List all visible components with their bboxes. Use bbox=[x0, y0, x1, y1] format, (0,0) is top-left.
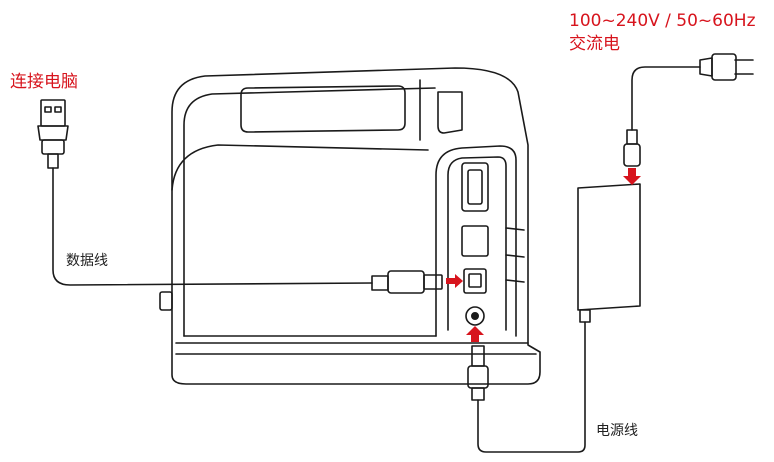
direction-arrows bbox=[446, 168, 641, 342]
usb-cable-wire bbox=[52, 167, 373, 286]
mains-cable-wire bbox=[631, 66, 701, 131]
ac-power-label: 交流电 bbox=[569, 34, 620, 54]
usb-b-plug-grip bbox=[387, 270, 425, 294]
wall-plug-neck bbox=[699, 57, 713, 77]
rear-port-middle bbox=[461, 225, 489, 257]
rear-slot-top-inner bbox=[467, 169, 483, 205]
dc-cable-wire bbox=[477, 321, 586, 453]
rear-panel-inner bbox=[447, 156, 507, 331]
usb-a-plug-body bbox=[37, 125, 69, 141]
power-jack-ring bbox=[465, 306, 485, 326]
power-cable-label: 电源线 bbox=[596, 423, 638, 439]
usb-a-strain-relief bbox=[47, 153, 59, 169]
rear-slot-top bbox=[461, 162, 489, 212]
usb-b-plug-tip bbox=[423, 274, 443, 290]
printer-rear-latch bbox=[437, 91, 463, 134]
rear-fin-3 bbox=[505, 279, 525, 283]
adapter-box bbox=[577, 183, 641, 311]
power-jack-center bbox=[470, 311, 479, 320]
printer-outline bbox=[171, 67, 541, 385]
dc-plug-strain-relief bbox=[471, 387, 485, 401]
computer-label: 连接电脑 bbox=[10, 72, 78, 92]
arrow-right-icon bbox=[446, 274, 463, 288]
printer-cover-arc bbox=[171, 144, 429, 191]
printer-inner-contour bbox=[183, 87, 436, 337]
usb-a-plug-head bbox=[40, 99, 66, 127]
usb-a-pin-left bbox=[44, 106, 52, 113]
arrow-up-icon bbox=[466, 326, 484, 342]
rear-fin-2 bbox=[505, 254, 525, 258]
adapter-input-strain-relief bbox=[626, 129, 638, 145]
usb-a-plug-grip bbox=[41, 139, 65, 155]
power-spec-label: 100~240V / 50~60Hz bbox=[569, 11, 756, 31]
wall-plug-body bbox=[711, 53, 737, 81]
power-supply bbox=[467, 53, 754, 453]
printer-body bbox=[159, 67, 541, 385]
adapter-output-strain-relief bbox=[579, 309, 591, 323]
dc-plug-tip bbox=[471, 345, 485, 367]
adapter-input-plug bbox=[623, 143, 641, 167]
printer-handle-window bbox=[240, 85, 406, 133]
arrow-down-icon bbox=[623, 168, 641, 185]
rear-fin-1 bbox=[505, 227, 525, 231]
usb-a-pin-right bbox=[54, 106, 62, 113]
data-cable-label: 数据线 bbox=[66, 253, 108, 269]
printer-side-button bbox=[159, 291, 173, 311]
usb-b-strain-relief bbox=[371, 275, 389, 291]
usb-data-cable bbox=[37, 99, 443, 294]
usb-b-port bbox=[463, 268, 487, 294]
rear-panel-frame bbox=[435, 145, 517, 337]
usb-b-port-inner bbox=[468, 273, 482, 288]
